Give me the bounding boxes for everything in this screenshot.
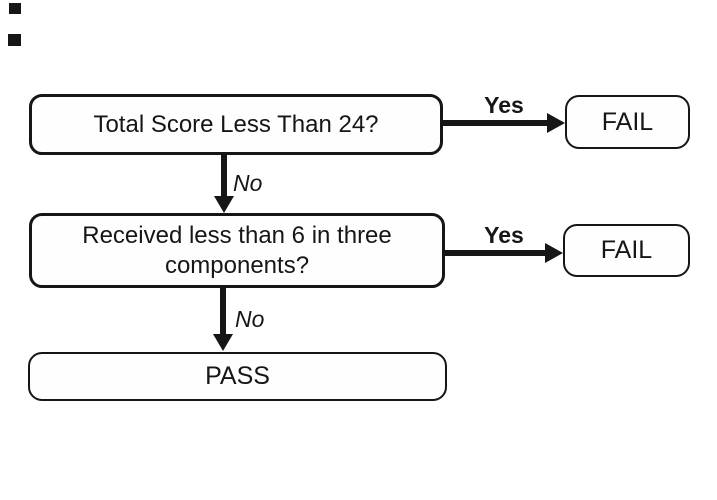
- artifact-square-top: [9, 3, 21, 14]
- arrowhead-down-icon-2: [213, 334, 233, 351]
- arrow-line-yes-1: [443, 120, 548, 126]
- edge-label-yes-1: Yes: [484, 92, 524, 118]
- edge-label-no-2: No: [235, 306, 265, 332]
- arrowhead-right-icon-2: [545, 243, 563, 263]
- decision-box-total-score: Total Score Less Than 24?: [29, 94, 443, 155]
- arrow-line-no-1: [221, 155, 227, 197]
- decision-label-components: Received less than 6 in three components…: [82, 221, 392, 279]
- terminal-box-fail-2: FAIL: [563, 224, 690, 277]
- arrow-line-yes-2: [444, 250, 546, 256]
- artifact-square-bottom: [8, 34, 21, 46]
- decision-box-components: Received less than 6 in three components…: [29, 213, 445, 288]
- terminal-box-fail-1: FAIL: [565, 95, 690, 149]
- terminal-box-pass: PASS: [28, 352, 447, 401]
- decision-label-total-score: Total Score Less Than 24?: [93, 110, 379, 138]
- arrowhead-down-icon-1: [214, 196, 234, 213]
- arrowhead-right-icon-1: [547, 113, 565, 133]
- arrow-line-no-2: [220, 287, 226, 335]
- edge-label-yes-2: Yes: [484, 222, 524, 248]
- edge-label-no-1: No: [233, 170, 263, 196]
